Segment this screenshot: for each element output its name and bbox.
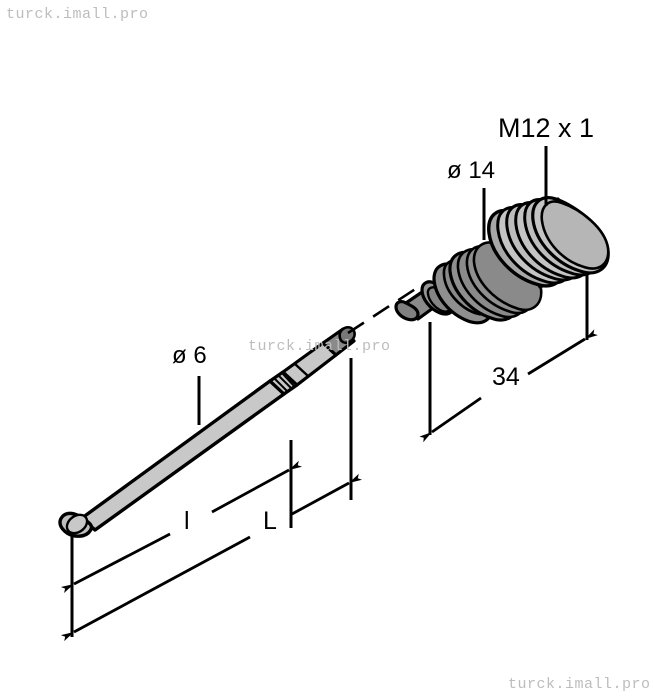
label-thread: M12 x 1 xyxy=(498,113,595,143)
watermark-bottom-right: turck.imall.pro xyxy=(508,676,651,693)
label-connector-diameter: ø 14 xyxy=(447,157,496,184)
label-connector-length: 34 xyxy=(492,363,520,391)
label-sensing-length: l xyxy=(184,507,190,535)
cable-end-cap xyxy=(321,325,356,357)
probe-tip-face xyxy=(65,513,89,535)
probe-assembly xyxy=(58,325,356,538)
label-probe-diameter: ø 6 xyxy=(172,342,207,369)
connector-body xyxy=(432,241,543,325)
dimension-34 xyxy=(419,272,598,443)
watermark-top-left: turck.imall.pro xyxy=(6,6,149,23)
leader-lines xyxy=(197,146,548,425)
break-line-dashed xyxy=(347,284,421,335)
dimension-total-length xyxy=(60,358,363,642)
probe-body xyxy=(58,379,286,538)
connector-thread xyxy=(487,196,610,289)
watermark-center: turck.imall.pro xyxy=(248,338,391,355)
dimension-sensing-length xyxy=(60,440,303,637)
label-total-length: L xyxy=(263,507,277,535)
connector-assembly xyxy=(394,196,610,325)
